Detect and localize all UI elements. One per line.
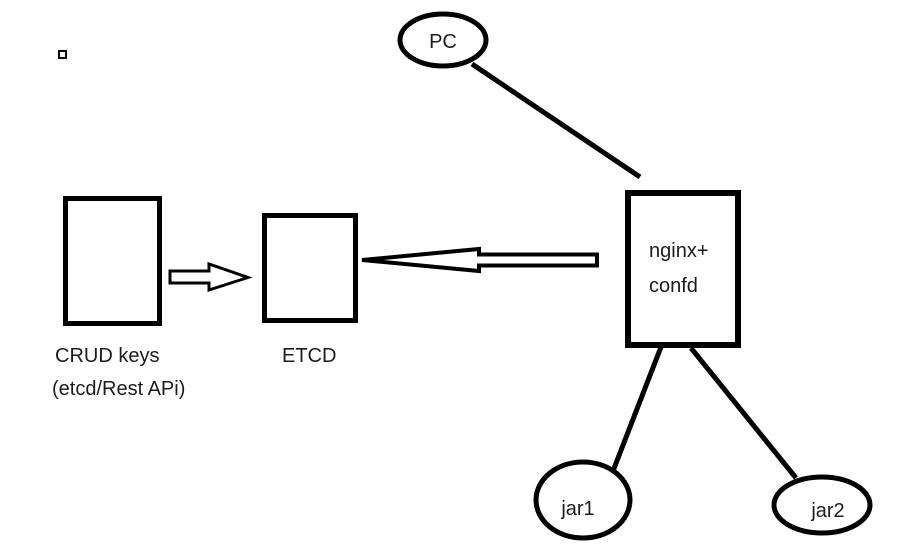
jar2-label: jar2	[810, 500, 844, 522]
crud-keys-caption-line2: (etcd/Rest APi)	[52, 378, 185, 400]
connector-pc-to-nginx	[470, 61, 642, 180]
nginx-confd-node	[625, 190, 741, 348]
pc-label: PC	[429, 31, 457, 53]
etcd-node	[262, 213, 358, 323]
pc-node	[397, 11, 489, 69]
arrow-crud-to-etcd	[168, 261, 253, 293]
small-square-artifact	[58, 50, 67, 59]
jar2-node	[771, 474, 873, 536]
arrow-nginx-to-etcd	[361, 246, 599, 274]
nginx-confd-label-line2: confd	[649, 275, 698, 297]
crud-keys-caption-line1: CRUD keys	[55, 345, 159, 367]
jar1-label: jar1	[560, 498, 594, 520]
connector-nginx-to-jar1	[610, 346, 664, 472]
jar1-node	[533, 459, 633, 541]
nginx-confd-label-line1: nginx+	[649, 240, 709, 262]
etcd-caption: ETCD	[282, 345, 336, 367]
crud-keys-node	[63, 196, 162, 326]
connector-nginx-to-jar2	[689, 346, 798, 480]
